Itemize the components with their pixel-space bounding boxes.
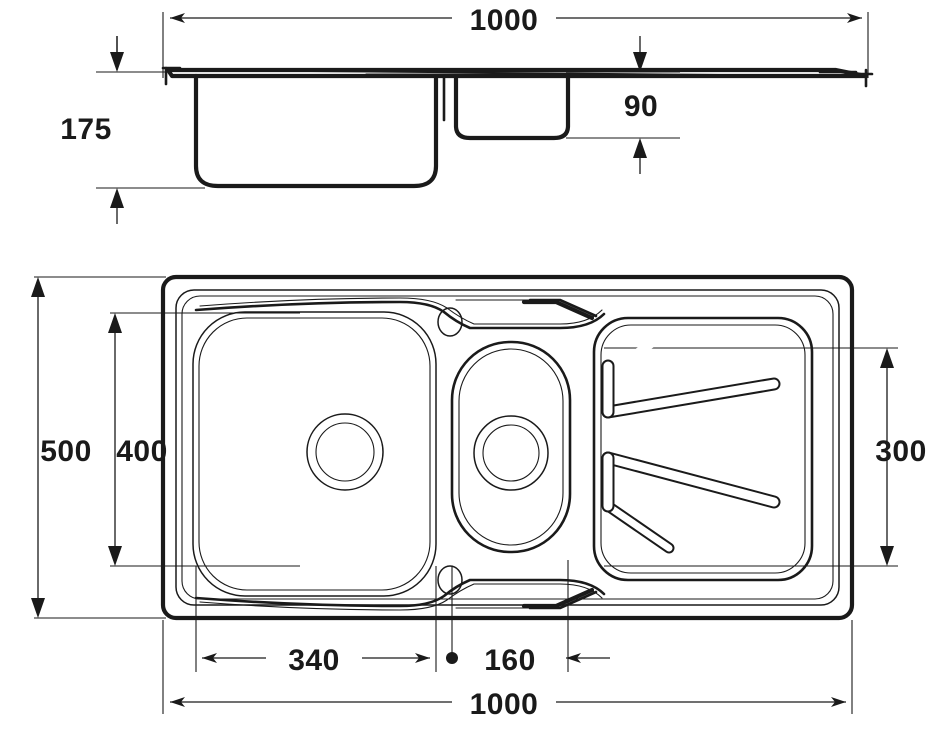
dimension-overall-depth: 500 — [31, 277, 92, 618]
main-bowl-waste-outer — [306, 413, 384, 491]
center-mark-dot — [446, 652, 458, 664]
main-bowl-waste-inner — [315, 422, 375, 482]
dimension-overall-width-bottom: 1000 — [170, 688, 846, 721]
dimension-drainer-depth: 300 — [875, 348, 927, 566]
dimension-label-half-bowl-width: 160 — [484, 644, 536, 677]
plan-extension-lines — [34, 276, 898, 714]
dimension-label-overall-depth: 500 — [40, 435, 92, 468]
dimension-label-bowl-inner-depth: 400 — [116, 435, 168, 468]
tap-hole-upper-icon — [437, 307, 463, 337]
top-plan-view: 500 400 300 340 160 — [31, 274, 927, 721]
dimension-half-bowl-width: 160 — [484, 644, 610, 677]
dimension-overall-width-top: 1000 — [170, 4, 862, 37]
tap-hole-lower-icon — [437, 565, 463, 595]
dimension-label-drainer-depth: 300 — [875, 435, 927, 468]
half-bowl-inner-outline — [458, 348, 564, 546]
dimension-label-overall-width-bottom: 1000 — [470, 688, 539, 721]
elevation-main-bowl-profile — [193, 73, 439, 189]
upper-deck-contours — [194, 297, 606, 330]
dimension-label-main-bowl-width: 340 — [288, 644, 340, 677]
dimension-label-main-bowl-depth: 175 — [60, 113, 112, 146]
elevation-half-bowl-profile — [453, 75, 571, 141]
dimension-label-half-bowl-depth: 90 — [624, 90, 658, 123]
drainer-grooves — [601, 332, 781, 554]
front-elevation-view: 1000 175 90 — [60, 4, 874, 224]
dimension-label-overall-width-top: 1000 — [470, 4, 539, 37]
main-bowl-inner-outline — [198, 317, 431, 591]
drainer-tray-outline — [592, 316, 814, 582]
half-bowl-waste-inner — [482, 424, 540, 482]
sink-inner-frame-2 — [181, 295, 834, 600]
dimension-bowl-inner-depth: 400 — [108, 313, 168, 566]
sink-outer-frame — [160, 274, 855, 621]
dimension-half-bowl-depth: 90 — [624, 36, 658, 174]
sink-inner-frame — [175, 289, 840, 606]
dimension-main-bowl-width: 340 — [202, 644, 430, 677]
half-bowl-outline — [450, 340, 572, 554]
elevation-left-rim-lip — [161, 66, 182, 86]
dimension-main-bowl-depth: 175 — [60, 36, 124, 224]
drainer-tray-inner-outline — [600, 324, 806, 574]
main-bowl-outline — [192, 311, 437, 597]
half-bowl-waste-outer — [473, 415, 549, 491]
lower-deck-contours — [194, 578, 606, 611]
elevation-right-rim-lip — [818, 68, 874, 88]
